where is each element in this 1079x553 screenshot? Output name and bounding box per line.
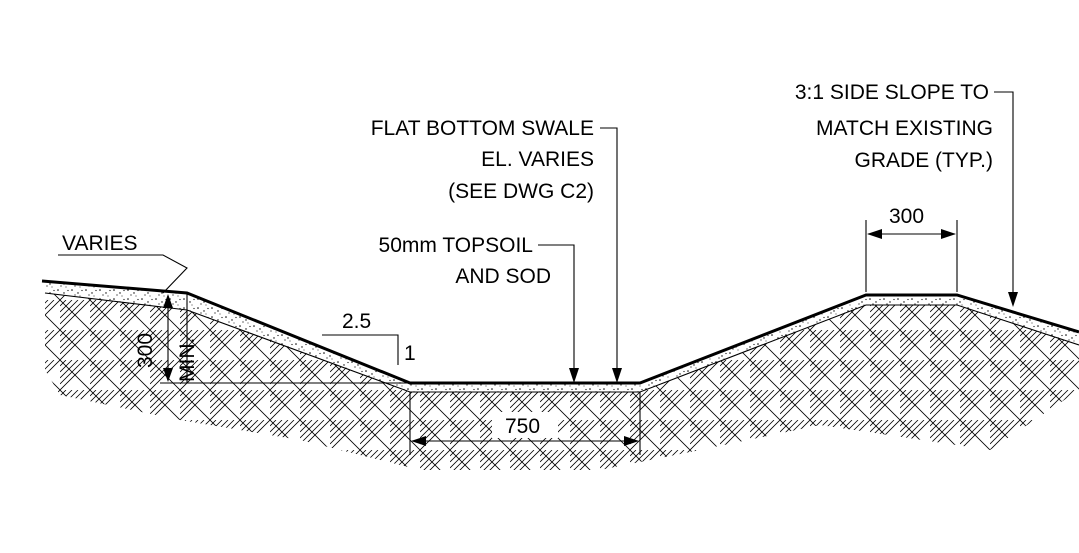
depth-arrow-top xyxy=(163,294,173,308)
topsoil-line-1: 50mm TOPSOIL xyxy=(379,234,533,257)
side-slope-leader xyxy=(994,91,1014,296)
slope-indicator xyxy=(322,334,399,365)
slope-rise-label: 1 xyxy=(404,342,416,365)
bottom-width-label: 750 xyxy=(505,415,540,438)
depth-arrow-bottom xyxy=(163,368,173,382)
topsoil-layer xyxy=(45,281,1079,392)
bottom-arrow-left xyxy=(411,436,426,446)
swale-line-3: (SEE DWG C2) xyxy=(448,180,594,203)
varies-leader xyxy=(58,254,188,294)
top-arrow-left xyxy=(867,229,882,239)
side-slope-line-1: 3:1 SIDE SLOPE TO xyxy=(795,81,989,104)
swale-line-2: EL. VARIES xyxy=(481,148,594,171)
swale-leader xyxy=(600,127,618,372)
side-slope-line-3: GRADE (TYP.) xyxy=(855,149,993,172)
swale-line-1: FLAT BOTTOM SWALE xyxy=(371,117,594,140)
slope-run-label: 2.5 xyxy=(342,310,371,333)
varies-label: VARIES xyxy=(62,232,137,255)
topsoil-leader xyxy=(538,244,575,372)
side-slope-line-2: MATCH EXISTING xyxy=(816,117,993,140)
depth-value: 300 xyxy=(134,333,157,368)
topsoil-arrow xyxy=(569,368,579,383)
side-slope-arrow xyxy=(1008,292,1018,307)
top-arrow-right xyxy=(941,229,956,239)
bottom-arrow-right xyxy=(624,436,639,446)
topsoil-line-2: AND SOD xyxy=(455,265,551,288)
earth-hatch xyxy=(45,293,1079,470)
top-width-label: 300 xyxy=(889,205,924,228)
depth-note: MIN. xyxy=(176,338,199,382)
swale-arrow xyxy=(612,368,622,383)
